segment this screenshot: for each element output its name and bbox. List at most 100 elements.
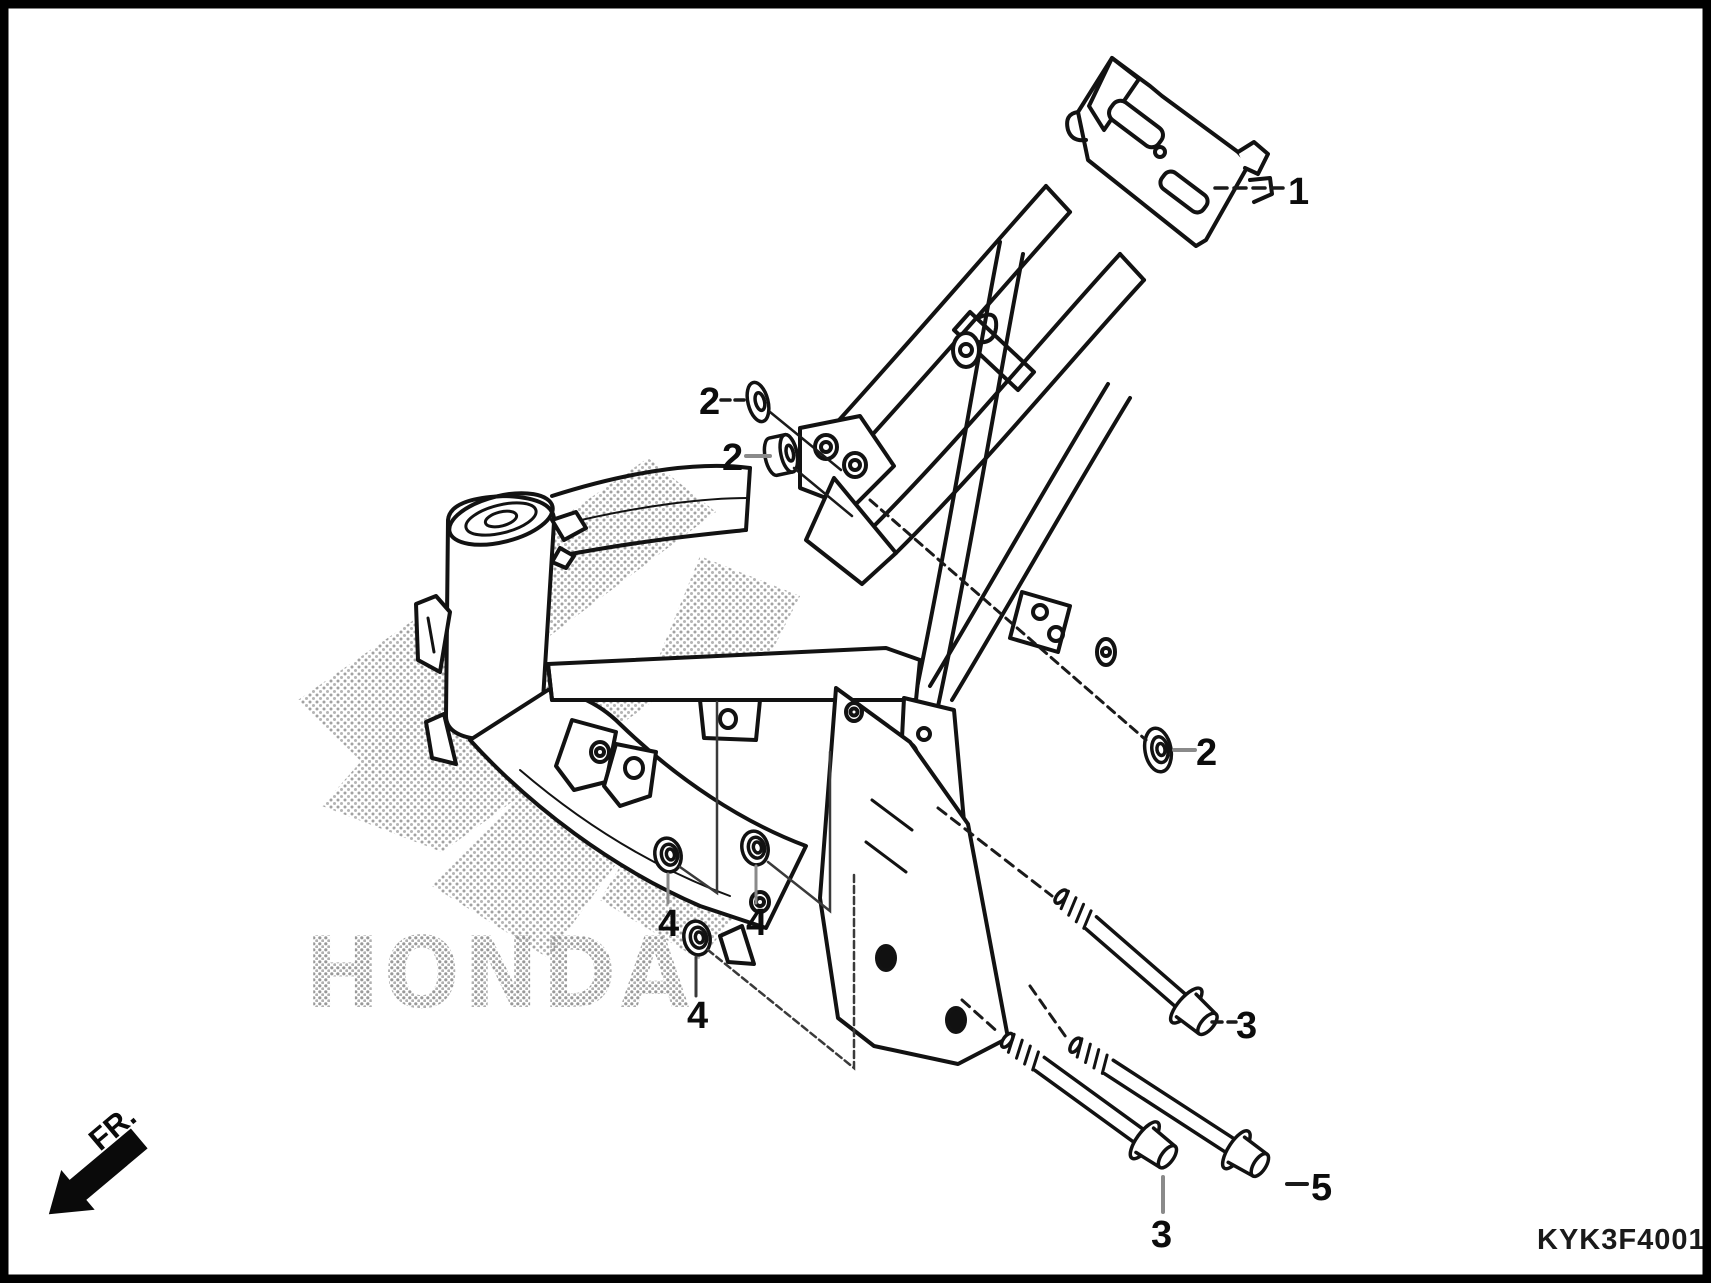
tab-hole bbox=[594, 746, 606, 758]
bracket-boss bbox=[813, 433, 839, 461]
bolt-shaft bbox=[1084, 915, 1194, 1014]
callout-4-lower[interactable]: 4 bbox=[687, 995, 708, 1037]
frame-stroke bbox=[1236, 140, 1270, 176]
backbone-tube bbox=[558, 528, 748, 558]
bolt-head-face bbox=[1196, 1011, 1219, 1037]
bracket-hole bbox=[848, 458, 862, 472]
callout-labels: 1 2 2 2 3 3 4 4 4 5 bbox=[658, 171, 1332, 1256]
leader-2b-diag bbox=[792, 466, 854, 518]
frame-stroke bbox=[1248, 176, 1274, 204]
leader-4a bbox=[678, 700, 719, 896]
leader-4c bbox=[706, 873, 856, 1071]
head-tube-top bbox=[447, 491, 555, 547]
flange-bolt-part bbox=[999, 1031, 1179, 1170]
frame-stroke bbox=[546, 662, 554, 702]
leader-2c-diag bbox=[868, 498, 1148, 742]
callout-3-upper[interactable]: 3 bbox=[1236, 1005, 1257, 1047]
steering-stop bbox=[550, 546, 576, 570]
rear-stay bbox=[927, 252, 1025, 750]
plate-hole bbox=[848, 706, 860, 718]
frame-body-drawing bbox=[414, 56, 1274, 1066]
callout-1[interactable]: 1 bbox=[1288, 171, 1309, 213]
frame-stroke bbox=[1065, 110, 1088, 143]
callout-2-right[interactable]: 2 bbox=[1196, 732, 1217, 774]
bolt-threads bbox=[1059, 889, 1093, 930]
fr-arrow-icon bbox=[48, 1128, 148, 1215]
mount-lug bbox=[718, 924, 756, 966]
washer-part bbox=[745, 380, 771, 424]
bolt-head-face bbox=[1156, 1143, 1179, 1170]
backbone-seam bbox=[555, 497, 749, 527]
carrier-slot bbox=[1107, 98, 1165, 150]
leader-3a-axis bbox=[936, 806, 1054, 898]
frame-stroke bbox=[426, 616, 436, 654]
tab-hole bbox=[1047, 625, 1065, 643]
down-tube-seam bbox=[519, 769, 731, 897]
callout-2-middle[interactable]: 2 bbox=[722, 437, 743, 479]
flange-nut-part bbox=[653, 836, 683, 874]
steering-stop bbox=[550, 510, 588, 542]
head-tube-tab bbox=[424, 712, 458, 766]
frame-stroke bbox=[976, 312, 999, 345]
part-code: KYK3F4001 bbox=[1537, 1224, 1706, 1256]
bolt-shaft bbox=[1102, 1058, 1243, 1159]
plate-slot bbox=[864, 798, 914, 874]
head-tube-bore bbox=[464, 501, 538, 537]
bolt-shaft bbox=[1033, 1055, 1152, 1149]
backbone-tube bbox=[550, 463, 752, 498]
leader-2a-diag bbox=[768, 410, 843, 472]
stay-boss-hole bbox=[958, 342, 974, 358]
head-tube-gusset bbox=[414, 594, 452, 674]
bolt-threads bbox=[1075, 1037, 1109, 1075]
washer-hole bbox=[753, 390, 767, 413]
flange-nut-part bbox=[682, 919, 712, 957]
flange-bolt-part bbox=[1053, 888, 1219, 1037]
callout-3-lower[interactable]: 3 bbox=[1151, 1214, 1172, 1256]
fasteners bbox=[653, 380, 1271, 1179]
tab-hole bbox=[589, 740, 611, 764]
tab-hole bbox=[1031, 603, 1049, 621]
rear-stay bbox=[928, 382, 1110, 688]
callout-2-upper[interactable]: 2 bbox=[699, 381, 720, 423]
bracket-hole bbox=[718, 708, 738, 730]
leader-4b bbox=[766, 750, 832, 914]
tab-hole bbox=[623, 756, 645, 780]
head-tube bbox=[444, 494, 557, 742]
rear-stay bbox=[950, 396, 1132, 702]
flange-nut-part bbox=[740, 829, 770, 867]
rail-cross-brace bbox=[952, 310, 1036, 392]
stay-tab bbox=[1008, 590, 1072, 654]
nut-hole bbox=[751, 840, 764, 855]
carrier-slot bbox=[1158, 169, 1210, 215]
leader-lines bbox=[666, 186, 1309, 1214]
plate-bolt-hole bbox=[945, 1006, 967, 1034]
flange-nut-part bbox=[1142, 726, 1174, 774]
rear-stay bbox=[904, 240, 1002, 742]
frame-stroke bbox=[1044, 184, 1072, 214]
callout-5[interactable]: 5 bbox=[1311, 1167, 1332, 1209]
leader-5-axis bbox=[1028, 984, 1070, 1042]
stay-boss bbox=[951, 331, 981, 369]
bolt-head-face bbox=[1249, 1151, 1271, 1179]
frame-stroke bbox=[1087, 56, 1141, 132]
callout-4-right[interactable]: 4 bbox=[746, 902, 767, 944]
plate-hole bbox=[916, 726, 932, 742]
leader-3b-axis bbox=[960, 998, 1002, 1036]
frame-stroke bbox=[1118, 252, 1146, 282]
cross-member-bracket bbox=[698, 698, 762, 742]
fr-arrow-shape bbox=[48, 1128, 148, 1215]
down-tube bbox=[468, 688, 808, 930]
engine-tab bbox=[554, 718, 618, 792]
plate-bolt-hole bbox=[875, 944, 897, 972]
tab-hole bbox=[1100, 646, 1112, 658]
collar-hole bbox=[784, 443, 796, 463]
bolt-threads bbox=[1006, 1032, 1040, 1072]
callout-4-left[interactable]: 4 bbox=[658, 903, 679, 945]
flange-bolt-part bbox=[1068, 1036, 1271, 1179]
carrier-hole bbox=[1153, 145, 1167, 159]
head-tube-bore bbox=[483, 509, 519, 529]
